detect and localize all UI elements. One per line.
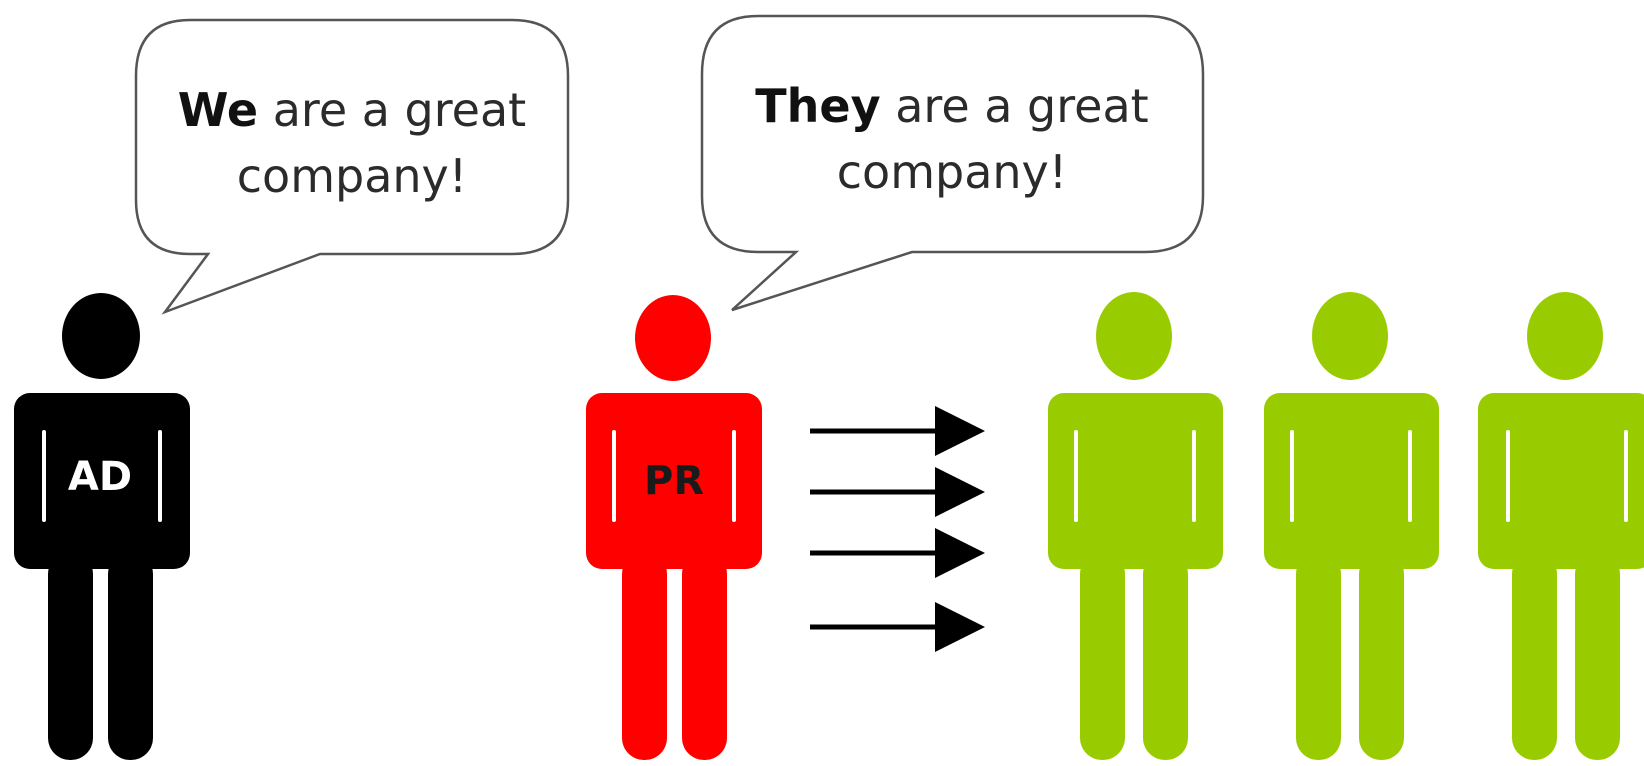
ad-speech-bubble-outline bbox=[134, 18, 570, 315]
audience-person-torso bbox=[1478, 393, 1644, 569]
audience-person-torso bbox=[1264, 393, 1439, 569]
pr-speech-bubble: They are a great company! bbox=[700, 14, 1205, 312]
pr-shirt-label: PR bbox=[644, 458, 704, 504]
audience-person-right-leg bbox=[1575, 552, 1620, 760]
pr-person-torso bbox=[586, 393, 762, 569]
pr-speech-line-1: They are a great bbox=[755, 79, 1148, 133]
audience-person-left-leg bbox=[1296, 552, 1341, 760]
audience-person-figure bbox=[1264, 292, 1439, 760]
audience-person-left-leg bbox=[1512, 552, 1557, 760]
audience-person-head bbox=[1312, 292, 1388, 380]
audience-person-head bbox=[1096, 292, 1172, 380]
pr-person-head bbox=[635, 295, 711, 381]
ad-speech-line-1: We are a great bbox=[178, 83, 526, 137]
audience-person-left-leg bbox=[1080, 552, 1125, 760]
pr-speech-bubble-outline bbox=[700, 14, 1205, 312]
pr-person-right-leg bbox=[682, 552, 727, 760]
audience-person-right-leg bbox=[1359, 552, 1404, 760]
audience-person-torso bbox=[1048, 393, 1223, 569]
pr-speech-line-2: company! bbox=[837, 145, 1067, 199]
audience-person-figure bbox=[1048, 292, 1223, 760]
ad-speech-bubble: We are a great company! bbox=[134, 18, 570, 315]
ad-person-head bbox=[62, 293, 140, 379]
ad-speech-line-2: company! bbox=[237, 149, 467, 203]
audience-person-head bbox=[1527, 292, 1603, 380]
pr-person-left-leg bbox=[622, 552, 667, 760]
ad-person-torso bbox=[14, 393, 190, 569]
message-arrows bbox=[810, 406, 985, 652]
ad-person-right-leg bbox=[108, 552, 153, 760]
pr-person-figure: PR bbox=[586, 295, 762, 760]
ad-person-figure: AD bbox=[14, 293, 190, 760]
audience-person-right-leg bbox=[1143, 552, 1188, 760]
ad-shirt-label: AD bbox=[68, 454, 132, 500]
ad-person-left-leg bbox=[48, 552, 93, 760]
audience-person-figure bbox=[1478, 292, 1644, 760]
